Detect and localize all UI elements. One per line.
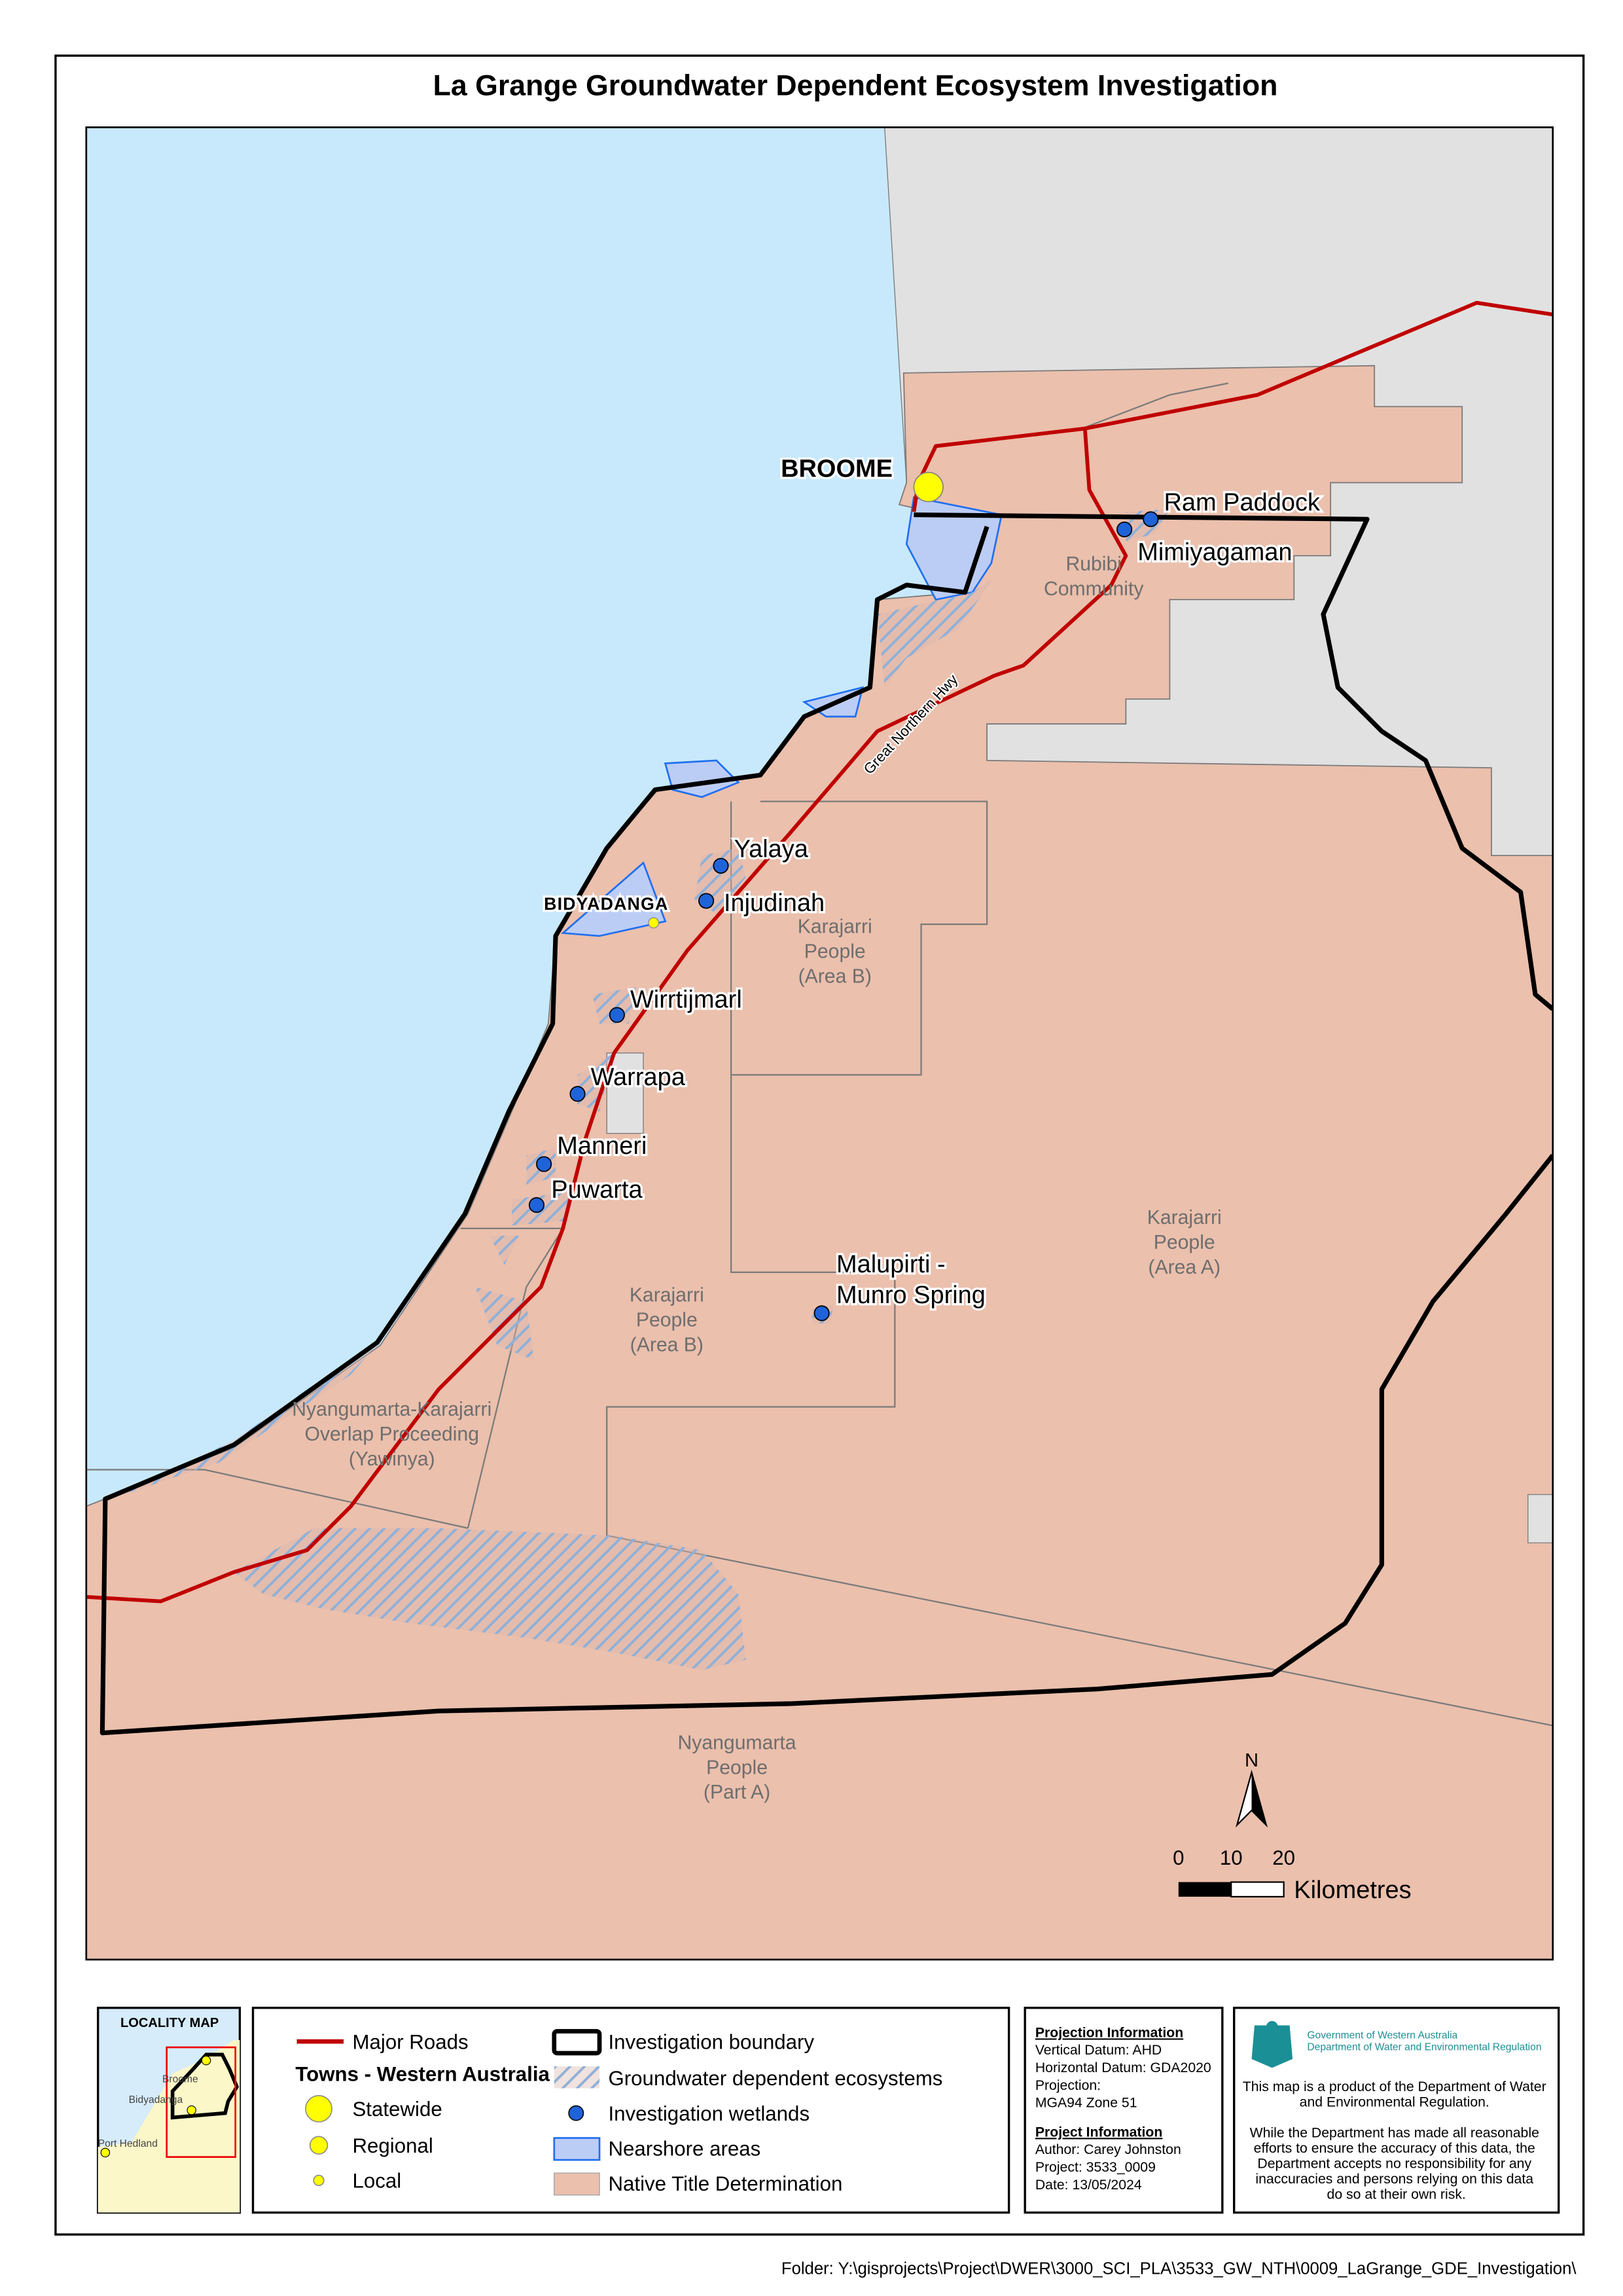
- disclaimer-panel: Government of Western Australia Departme…: [1233, 2007, 1560, 2214]
- gray-land-patch: [606, 1052, 1553, 1543]
- legend-gde: Groundwater dependent ecosystems: [608, 2067, 942, 2090]
- map-frame: [85, 126, 1554, 1961]
- legend-native-title: Native Title Determination: [608, 2172, 842, 2195]
- legend-nearshore: Nearshore areas: [608, 2137, 760, 2160]
- major-roads: [86, 300, 1553, 1604]
- label-manneri: Manneri: [557, 1132, 647, 1160]
- label-malupirti: Malupirti -Munro Spring: [836, 1251, 986, 1309]
- project-heading: Project Information: [1035, 2125, 1163, 2140]
- wetland-warrapa[interactable]: [569, 1086, 586, 1102]
- legend-statewide: Statewide: [352, 2098, 442, 2121]
- town-broome-marker[interactable]: [913, 471, 944, 503]
- north-arrow-half: [1251, 1772, 1266, 1825]
- native-title-boundaries: [86, 382, 1553, 1727]
- investigation-boundary: [99, 512, 1553, 1736]
- town-broome-label: BROOME: [781, 455, 893, 482]
- scale-unit: Kilometres: [1294, 1876, 1411, 1904]
- scale-tick-10: 10: [1220, 1846, 1243, 1869]
- projection-zone: MGA94 Zone 51: [1035, 2096, 1137, 2111]
- legend-wetlands: Investigation wetlands: [608, 2102, 810, 2125]
- scale-tick-0: 0: [1173, 1846, 1184, 1869]
- wetland-wirrtijmarl[interactable]: [609, 1007, 625, 1023]
- extent-indicator: [166, 2046, 237, 2158]
- vertical-datum: Vertical Datum: AHD: [1035, 2043, 1162, 2058]
- map-title: La Grange Groundwater Dependent Ecosyste…: [433, 69, 1278, 101]
- legend-local: Local: [352, 2170, 401, 2193]
- wetland-yalaya[interactable]: [713, 857, 729, 874]
- project-date: Date: 13/05/2024: [1035, 2178, 1142, 2193]
- wetland-manneri[interactable]: [536, 1156, 552, 1172]
- wetland-puwarta[interactable]: [528, 1197, 545, 1213]
- locality-port-hedland: Port Hedland: [98, 2138, 158, 2149]
- north-label: N: [1245, 1750, 1258, 1771]
- legend-investigation-boundary: Investigation boundary: [608, 2030, 814, 2053]
- folder-path: Folder: Y:\gisprojects\Project\DWER\3000…: [781, 2259, 1577, 2278]
- scale-tick-20: 20: [1272, 1846, 1295, 1869]
- locality-broome: Broome: [162, 2074, 198, 2085]
- projection-heading: Projection Information: [1035, 2025, 1183, 2040]
- gov-line-1: Government of Western Australia: [1307, 2030, 1457, 2041]
- label-wirrtijmarl: Wirrtijmarl: [630, 986, 742, 1014]
- label-ram-paddock: Ram Paddock: [1164, 489, 1320, 516]
- wetland-injudinah[interactable]: [698, 893, 715, 909]
- wa-government-crest-logo: [1251, 2020, 1293, 2068]
- projection-info-panel: Projection Information Vertical Datum: A…: [1024, 2007, 1224, 2214]
- project-number: Project: 3533_0009: [1035, 2160, 1156, 2175]
- label-warrapa: Warrapa: [591, 1064, 686, 1091]
- legend-major-roads: Major Roads: [352, 2030, 468, 2053]
- locality-title: LOCALITY MAP: [120, 2016, 219, 2030]
- wetland-mimiyagaman[interactable]: [1116, 521, 1133, 537]
- label-puwarta: Puwarta: [551, 1176, 643, 1204]
- label-mimiyagaman: Mimiyagaman: [1137, 539, 1292, 566]
- horizontal-datum: Horizontal Datum: GDA2020: [1035, 2060, 1211, 2075]
- projection-label: Projection:: [1035, 2078, 1101, 2093]
- legend: Major Roads Towns - Western Australia St…: [251, 2007, 1010, 2214]
- label-injudinah: Injudinah: [724, 889, 825, 917]
- legend-towns-heading: Towns - Western Australia: [295, 2062, 550, 2085]
- label-yalaya: Yalaya: [734, 835, 809, 863]
- scale-bar: [1178, 1881, 1285, 1898]
- legend-regional: Regional: [352, 2134, 433, 2157]
- locality-bidyadanga: Bidyadanga: [129, 2094, 183, 2106]
- gov-line-2: Department of Water and Environmental Re…: [1307, 2042, 1541, 2053]
- town-bidyadanga-label: BIDYADANGA: [544, 894, 668, 914]
- disclaimer-text: This map is a product of the Department …: [1243, 2079, 1550, 2202]
- wetland-malupirti[interactable]: [813, 1305, 830, 1321]
- investigation-wetlands: [528, 511, 1159, 1321]
- project-author: Author: Carey Johnston: [1035, 2142, 1181, 2157]
- town-bidyadanga-marker[interactable]: [648, 917, 660, 929]
- wetland-ram-paddock[interactable]: [1143, 511, 1159, 528]
- locality-map: LOCALITY MAP Broome Bidyadanga Port Hedl…: [97, 2007, 241, 2214]
